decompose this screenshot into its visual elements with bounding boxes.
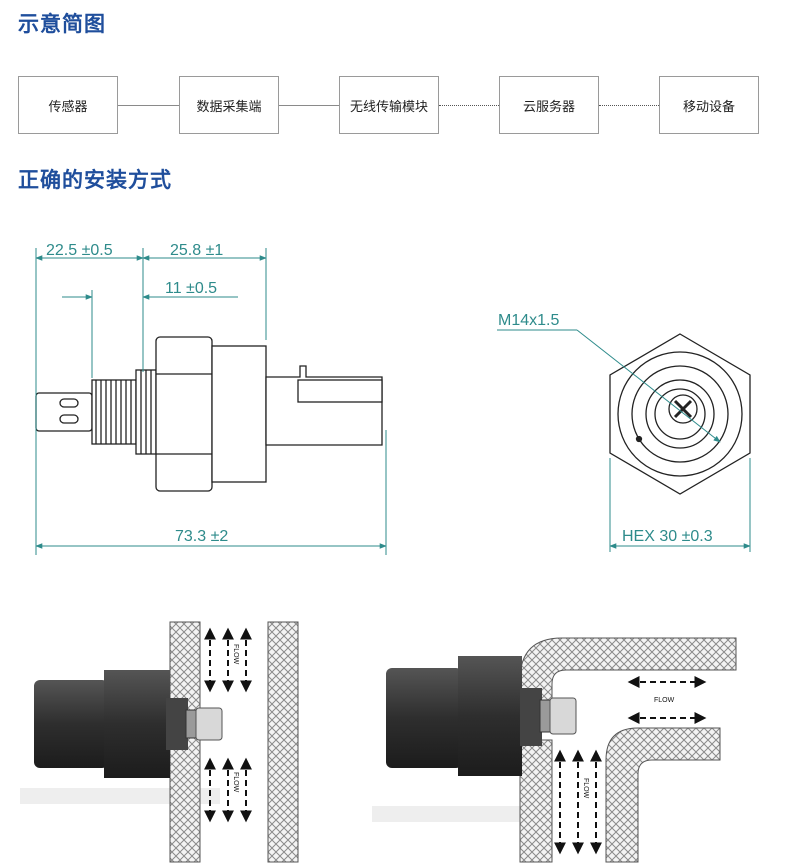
dimension-lines-end — [497, 329, 751, 552]
diagram-section-title: 示意简图 — [18, 12, 106, 36]
install-straight-pipe: FLOW FLOW — [20, 621, 299, 863]
flow-box-collector: 数据采集端 — [179, 76, 279, 134]
flow-box-cloud: 云服务器 — [499, 76, 599, 134]
flow-box-mobile: 移动设备 — [659, 76, 759, 134]
flow-chart: 传感器 数据采集端 无线传输模块 云服务器 移动设备 — [0, 0, 790, 160]
sensor-side-view — [35, 336, 383, 492]
flow-connector — [279, 105, 339, 106]
dim-thread-length: 11 ±0.5 — [165, 280, 217, 297]
flow-connector — [599, 105, 659, 106]
install-elbow-pipe: FLOW FLOW — [372, 637, 737, 863]
sensor-end-view — [609, 333, 751, 495]
dim-hex-size: HEX 30 ±0.3 — [622, 528, 713, 545]
dim-probe-length: 22.5 ±0.5 — [46, 242, 113, 259]
flow-box-wireless: 无线传输模块 — [339, 76, 439, 134]
flow-label: FLOW — [654, 697, 675, 704]
flow-label: FLOW — [232, 772, 239, 793]
dim-body-length: 25.8 ±1 — [170, 242, 223, 259]
dim-total-length: 73.3 ±2 — [175, 528, 228, 545]
flow-connector — [439, 105, 499, 106]
install-section-title: 正确的安装方式 — [18, 168, 172, 192]
installation-illustrations: FLOW FLOW FLOW FLOW — [20, 621, 737, 863]
dimension-lines-side — [35, 248, 387, 555]
flow-label: FLOW — [582, 778, 589, 799]
flow-label: FLOW — [232, 644, 239, 665]
technical-drawing: 22.5 ±0.5 25.8 ±1 11 ±0.5 73.3 ±2 M14x1.… — [35, 242, 751, 555]
flow-connector — [118, 105, 179, 106]
dim-thread-spec: M14x1.5 — [498, 312, 559, 329]
flow-box-sensor: 传感器 — [18, 76, 118, 134]
